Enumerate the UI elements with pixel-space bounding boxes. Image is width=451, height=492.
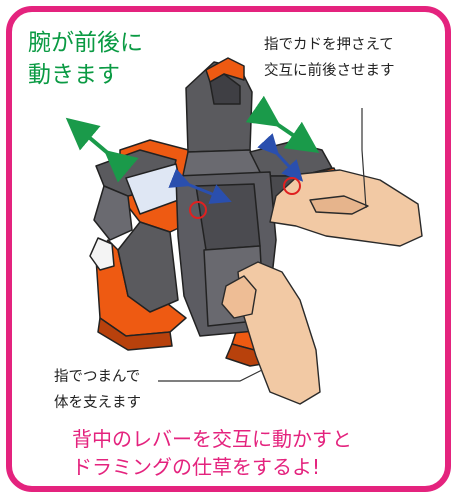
- caption-line-1: 背中のレバーを交互に動かすと: [72, 427, 352, 451]
- press-point-markers: [189, 177, 301, 219]
- blue-motion-arrows: [168, 133, 304, 204]
- helper-hands: [221, 169, 423, 405]
- heading-line-2: 動きます: [28, 62, 120, 88]
- caption-line-2: ドラミングの仕草をするよ!: [72, 455, 321, 479]
- gorilla-head: [181, 57, 263, 181]
- heading-line-1: 腕が前後に: [28, 30, 143, 56]
- callout-bottom-line-1: 指でつまんで: [54, 369, 141, 385]
- callout-top-line-1: 指でカドを押さえて: [264, 37, 394, 53]
- callout-bottom-line-2: 体を支えます: [54, 395, 141, 411]
- callout-leaders: [158, 108, 367, 382]
- callout-top-line-2: 交互に前後させます: [264, 63, 395, 79]
